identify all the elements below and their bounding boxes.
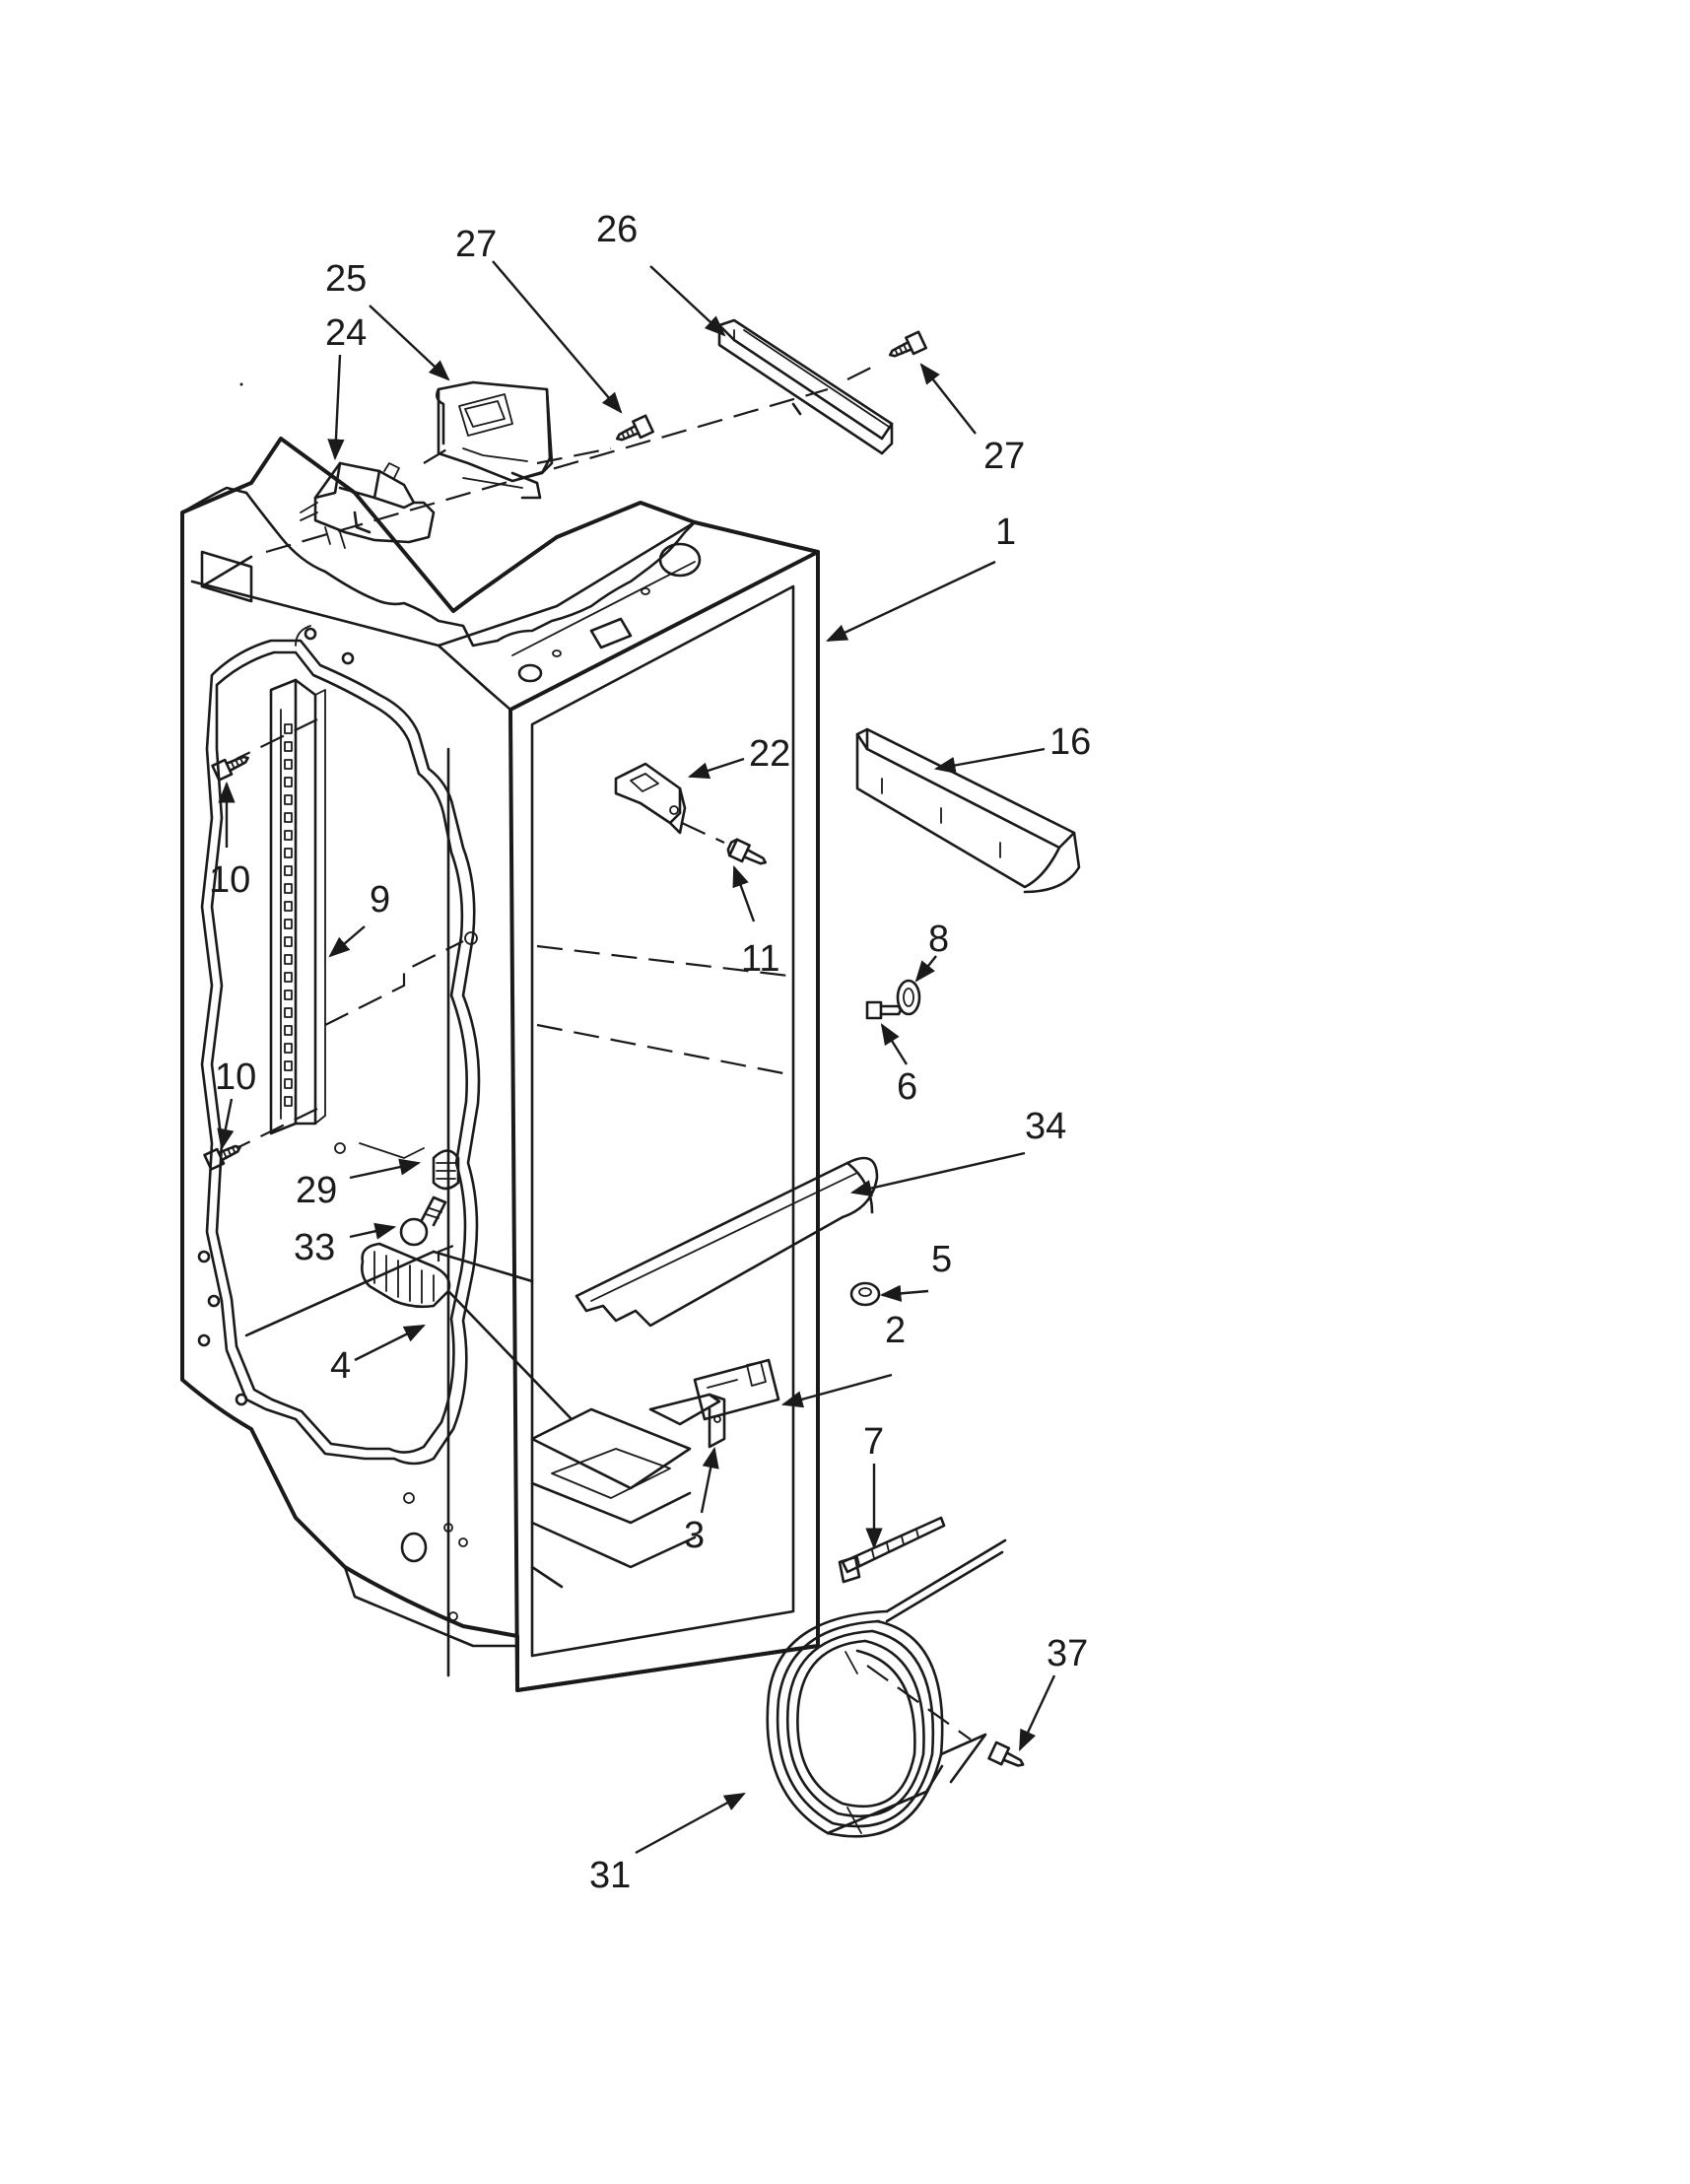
callout-37: 37 — [1047, 1633, 1088, 1674]
callout-5: 5 — [931, 1239, 952, 1280]
cable-tie-7 — [838, 1516, 946, 1584]
callout-16: 16 — [1049, 721, 1091, 763]
ladder-slot — [284, 1025, 293, 1036]
ladder-slot — [284, 972, 293, 983]
callout-22: 22 — [749, 733, 790, 775]
callout-31: 31 — [589, 1855, 631, 1896]
leader-arrows — [217, 260, 1056, 1855]
callout-1: 1 — [995, 512, 1016, 553]
top-rail-26 — [717, 318, 894, 455]
control-housing-24 — [300, 461, 436, 549]
ladder-slot — [284, 741, 293, 752]
callout-7: 7 — [863, 1421, 884, 1463]
ladder-slot — [284, 794, 293, 805]
ladder-slot — [284, 759, 293, 770]
callout-3: 3 — [684, 1515, 705, 1556]
cutaway-outline — [180, 486, 697, 1466]
callout-10-upper: 10 — [209, 859, 250, 901]
ladder-slot — [284, 1078, 293, 1089]
callout-29: 29 — [296, 1170, 337, 1211]
screw-11 — [726, 838, 768, 865]
screw-6 — [865, 1000, 903, 1020]
callout-2: 2 — [885, 1310, 906, 1351]
screw-27-right — [888, 330, 927, 358]
screw-10-upper — [211, 755, 249, 782]
callout-33: 33 — [294, 1227, 335, 1268]
screw-37 — [987, 1740, 1025, 1767]
callout-9: 9 — [370, 879, 390, 921]
ladder-slot — [284, 919, 293, 929]
ladder-slot — [284, 1007, 293, 1018]
ladder-slot — [284, 990, 293, 1000]
ladder-slot — [284, 1043, 293, 1054]
ladder-slot — [284, 1096, 293, 1107]
cam-8 — [896, 979, 921, 1016]
callout-4: 4 — [330, 1345, 351, 1387]
nut-5 — [849, 1281, 881, 1307]
light-bulb — [399, 1195, 447, 1247]
ladder-slot — [284, 777, 293, 787]
mounting-hole — [464, 931, 478, 945]
ladder-slot — [284, 723, 293, 734]
water-tube-coil-31 — [766, 1538, 1007, 1838]
screw-27-left — [615, 414, 654, 442]
bracket-22 — [614, 762, 687, 835]
cabinet-liner — [180, 437, 820, 1692]
callout-25: 25 — [325, 258, 367, 300]
cover-25 — [436, 380, 554, 500]
callout-24: 24 — [325, 312, 367, 354]
rail-16 — [855, 727, 1081, 894]
ladder-slot — [284, 1060, 293, 1071]
ladder-slot — [284, 936, 293, 947]
callout-27-left: 27 — [455, 224, 497, 265]
callout-8: 8 — [928, 919, 949, 960]
bracket-2 — [693, 1358, 780, 1421]
callout-10-lower: 10 — [215, 1057, 256, 1098]
ladder-slot — [284, 812, 293, 823]
light-socket — [334, 1142, 460, 1191]
callout-labels: 1 2 3 4 5 6 7 8 9 10 10 11 16 22 24 25 2… — [209, 209, 1091, 1896]
ladder-slot — [284, 883, 293, 894]
callout-26: 26 — [596, 209, 638, 250]
ladder-slot — [284, 901, 293, 912]
ladder-slot — [284, 848, 293, 858]
ladder-slot — [284, 954, 293, 965]
shelf-ladder-rail — [269, 678, 326, 1135]
callout-6: 6 — [897, 1066, 917, 1108]
ladder-slot — [284, 830, 293, 841]
tube-cover-34 — [575, 1156, 879, 1328]
stray-mark — [239, 382, 243, 386]
callout-27-right: 27 — [983, 436, 1025, 477]
light-shield — [361, 1242, 451, 1309]
bracket-3 — [648, 1393, 726, 1449]
callout-11: 11 — [741, 938, 779, 980]
callout-34: 34 — [1025, 1106, 1066, 1147]
ladder-slot — [284, 865, 293, 876]
cover-tab-line — [462, 477, 523, 489]
